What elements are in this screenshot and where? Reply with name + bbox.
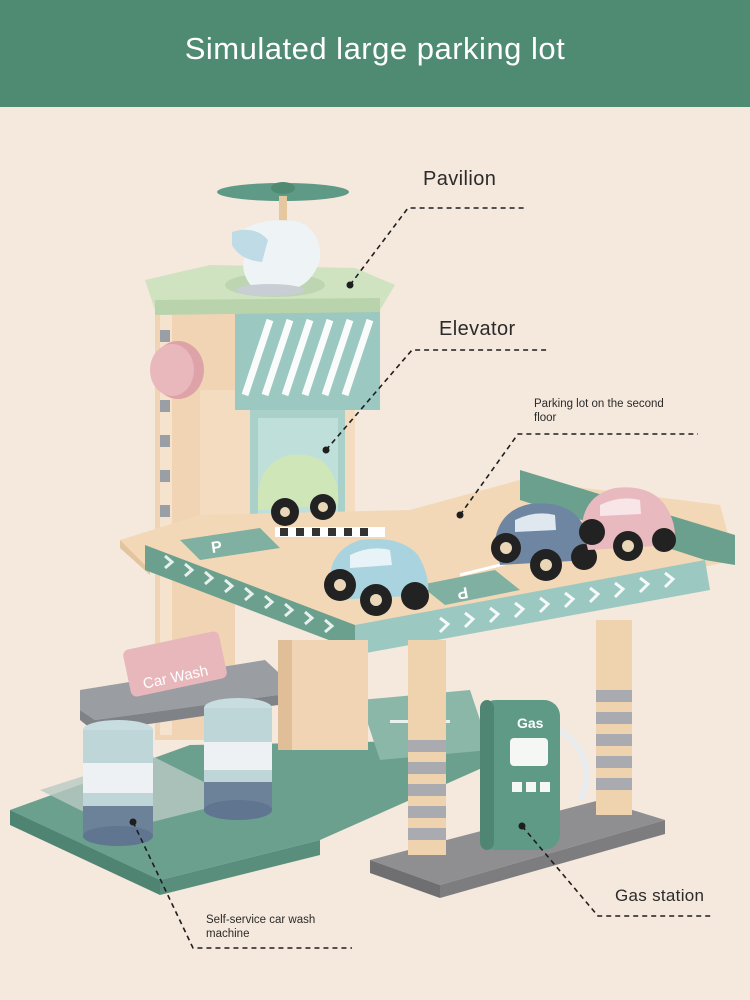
car-wash-leader-dot — [129, 818, 137, 826]
parking-leader-dot — [456, 511, 464, 519]
car-wash-label-line2: machine — [206, 928, 250, 940]
pink-wheel-disc — [150, 341, 204, 399]
parking-second-floor-label: Parking lot on the second floor — [534, 397, 704, 425]
gas-station-leader-line — [521, 825, 712, 917]
pavilion-label: Pavilion — [423, 168, 497, 190]
car-wash-leader-line — [132, 821, 352, 949]
parking-second-floor-label-line2: floor — [534, 412, 557, 424]
blue-car-front — [324, 539, 429, 616]
helicopter-toy — [217, 182, 349, 296]
parking-leader-line — [459, 433, 698, 516]
pavilion-leader-dot — [346, 281, 354, 289]
car-wash-label: Self-service car wash machine — [206, 913, 356, 941]
car-wash-label-line1: Self-service car wash — [206, 914, 316, 926]
car-in-elevator — [258, 454, 339, 526]
leader-lines — [129, 207, 712, 949]
support-pillars — [278, 620, 632, 855]
navy-car — [491, 503, 597, 581]
gas-station-leader-dot — [518, 822, 526, 830]
elevator-label: Elevator — [439, 318, 516, 340]
gas-station-label: Gas station — [615, 886, 705, 905]
gas-pump — [480, 700, 590, 850]
parking-mark-right: P — [456, 583, 470, 602]
parking-second-floor-label-line1: Parking lot on the second — [534, 398, 664, 410]
gas-pump-sign-text: Gas — [517, 715, 544, 731]
parking-mark-left: P — [210, 539, 223, 557]
header-banner: Simulated large parking lot — [0, 0, 750, 107]
pavilion-leader-line — [349, 207, 525, 286]
car-wash-machine — [80, 631, 278, 846]
pink-car — [579, 487, 676, 561]
elevator-leader-dot — [322, 446, 330, 454]
page-title: Simulated large parking lot — [184, 30, 566, 66]
